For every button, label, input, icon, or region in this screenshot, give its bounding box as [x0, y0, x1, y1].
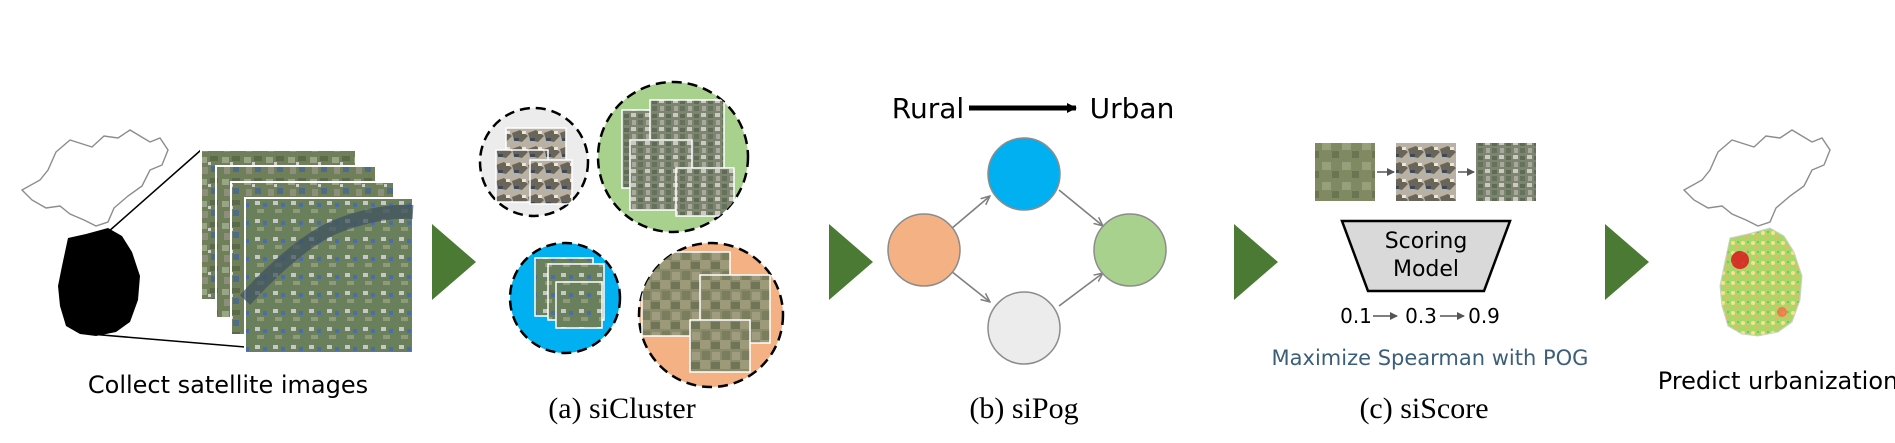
pog-node-urban — [1093, 213, 1167, 287]
score-sequence: 0.1 0.3 0.9 — [1340, 304, 1500, 328]
pog-edge — [950, 196, 990, 230]
korea-urbanization-map — [1682, 129, 1831, 337]
step-arrow-4 — [1605, 224, 1649, 300]
mixed-image-thumb — [1396, 143, 1456, 201]
predict-label: Predict urbanization — [1658, 367, 1895, 395]
satellite-image-stack — [200, 149, 414, 354]
cluster-orange — [637, 241, 785, 389]
zoom-line-bottom — [89, 333, 246, 348]
pog-edge — [950, 270, 990, 302]
objective-text: Maximize Spearman with POG — [1272, 346, 1589, 370]
cluster-label: (a) siCluster — [548, 392, 695, 425]
pog-edge — [1058, 189, 1103, 226]
collect-label: Collect satellite images — [88, 371, 368, 399]
busan-hotspot — [1777, 307, 1787, 317]
rural-image-thumb — [1315, 143, 1375, 201]
pog-node-blue — [987, 137, 1061, 211]
score-value: 0.1 — [1340, 304, 1372, 328]
seoul-hotspot — [1731, 251, 1749, 269]
pog-graph — [887, 137, 1167, 365]
score-label: (c) siScore — [1359, 392, 1488, 425]
pog-node-gray — [987, 291, 1061, 365]
step-arrow-1 — [432, 224, 476, 300]
step-arrow-2 — [829, 224, 873, 300]
scoring-model-line1: Scoring — [1385, 229, 1468, 254]
cluster-blue — [508, 241, 622, 355]
score-value: 0.3 — [1405, 304, 1437, 328]
score-value: 0.9 — [1468, 304, 1500, 328]
scoring-model-box — [1340, 219, 1512, 293]
cluster-green — [596, 80, 750, 234]
urban-image-thumb — [1476, 143, 1536, 201]
cluster-gray — [478, 106, 590, 218]
pog-node-rural — [887, 213, 961, 287]
rural-label: Rural — [892, 92, 964, 125]
step-arrow-3 — [1234, 224, 1278, 300]
urban-label: Urban — [1090, 92, 1175, 125]
scoring-input-images — [1315, 143, 1536, 201]
pog-label: (b) siPog — [969, 392, 1078, 425]
pog-edge — [1058, 273, 1103, 307]
korea-map-outline — [20, 129, 169, 336]
scoring-model-line2: Model — [1393, 257, 1459, 282]
zoom-line-top — [107, 149, 202, 233]
